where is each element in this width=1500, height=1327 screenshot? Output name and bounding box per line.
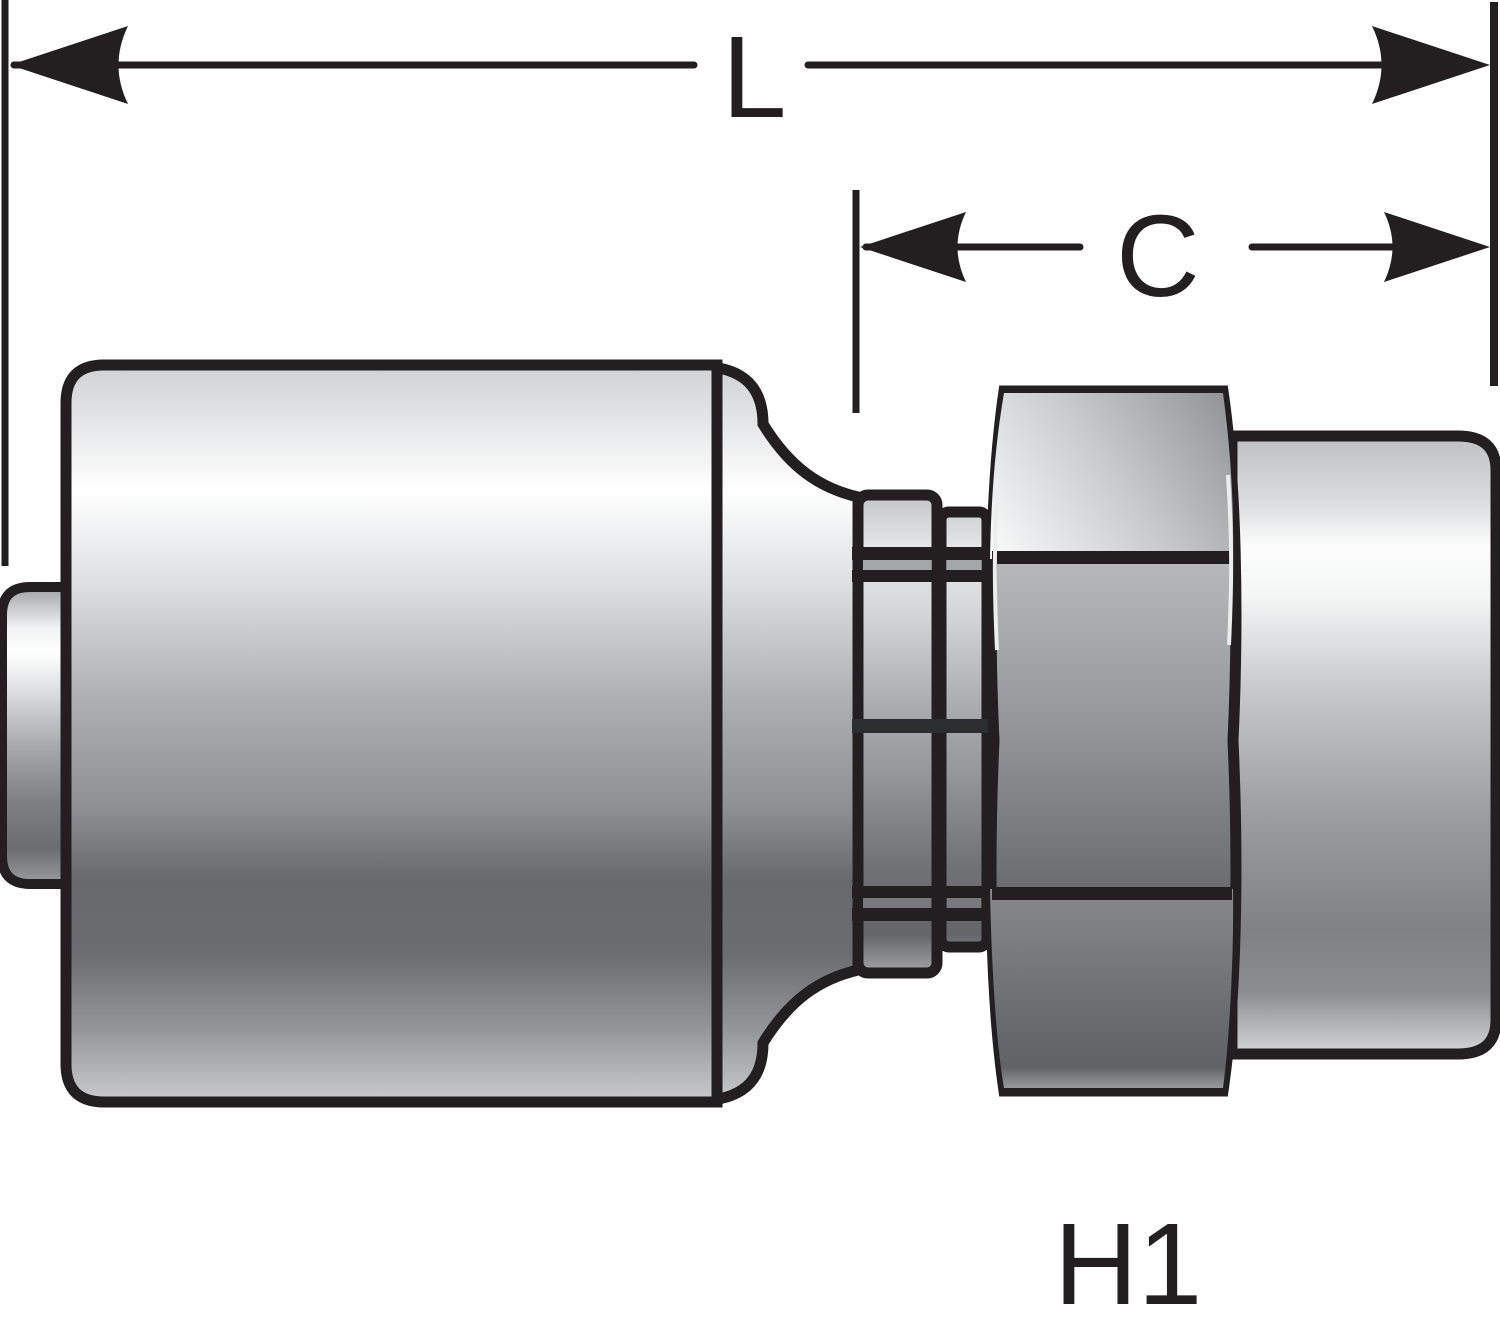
crimp-shell <box>60 359 723 1108</box>
socket-cylinder <box>1226 430 1500 1060</box>
nut-top-facet <box>990 393 1234 559</box>
nut-facet-line-lower <box>992 887 1232 900</box>
nut-facet-line-upper <box>992 551 1232 564</box>
c-arrow-left-icon <box>860 212 966 282</box>
taper-cone <box>706 360 864 1107</box>
dimension-C <box>852 190 1490 413</box>
hex-nut <box>985 385 1242 1097</box>
nut-bottom-facet <box>990 889 1234 1088</box>
hex-size-label: H1 <box>1054 1199 1203 1327</box>
nut-right-edge-highlight <box>1226 474 1234 646</box>
l-arrow-left-icon <box>10 26 128 104</box>
c-arrow-right-icon <box>1384 212 1490 282</box>
dim-c-label: C <box>1116 191 1200 321</box>
nut-left-edge-highlight <box>992 479 1000 651</box>
collar-facet-bands <box>852 547 992 921</box>
hose-stub <box>0 582 81 889</box>
dim-l-label: L <box>722 12 787 142</box>
l-arrow-right-icon <box>1372 26 1490 104</box>
dimension-L <box>1 0 1498 566</box>
